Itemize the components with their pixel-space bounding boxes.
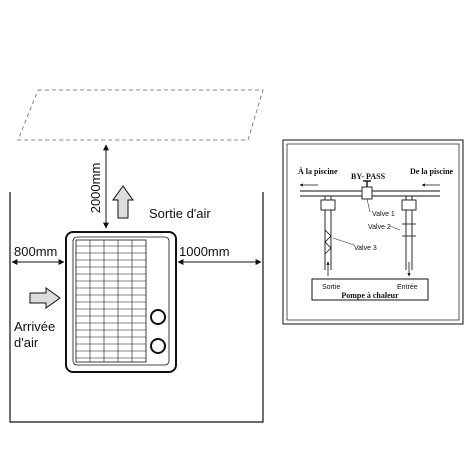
inlet-connector xyxy=(150,338,166,354)
to-pool-label: À la piscine xyxy=(298,166,338,176)
clearance-left-label: 800mm xyxy=(14,244,57,259)
air-out-arrow xyxy=(112,185,134,219)
outlet-label: Sortie xyxy=(322,284,340,291)
room-walls xyxy=(9,192,264,423)
clearance-right-label: 1000mm xyxy=(179,244,230,259)
coil-grille xyxy=(75,239,147,363)
air-in-label-1: Arrivée xyxy=(14,319,55,334)
valve-2 xyxy=(402,223,416,237)
valve-1-leader xyxy=(366,198,371,213)
heat-pump-box xyxy=(311,278,429,301)
heat-pump-label: Pompe à chaleur xyxy=(341,291,399,300)
bypass-label: BY- PASS xyxy=(351,172,386,181)
inlet-label: Entrée xyxy=(397,284,418,291)
valve-1-label: Valve 1 xyxy=(372,211,395,218)
air-in-arrow xyxy=(29,287,61,309)
heat-pump-unit xyxy=(65,231,177,373)
right-fitting xyxy=(401,199,417,211)
valve-2-leader xyxy=(389,225,401,231)
ceiling-outline xyxy=(17,89,264,141)
clearance-top-label: 2000mm xyxy=(88,163,103,214)
air-out-label: Sortie d'air xyxy=(149,206,211,221)
from-pool-label: De la piscine xyxy=(410,167,454,176)
valve-3-leader xyxy=(332,237,355,246)
piping-frame-inner xyxy=(286,143,460,321)
air-in-label-2: d'air xyxy=(14,335,39,350)
valve-3 xyxy=(324,229,332,255)
outlet-connector xyxy=(150,309,166,325)
valve-3-label: Valve 3 xyxy=(354,245,377,252)
left-fitting xyxy=(320,199,336,211)
valve-2-label: Valve 2 xyxy=(368,224,391,231)
